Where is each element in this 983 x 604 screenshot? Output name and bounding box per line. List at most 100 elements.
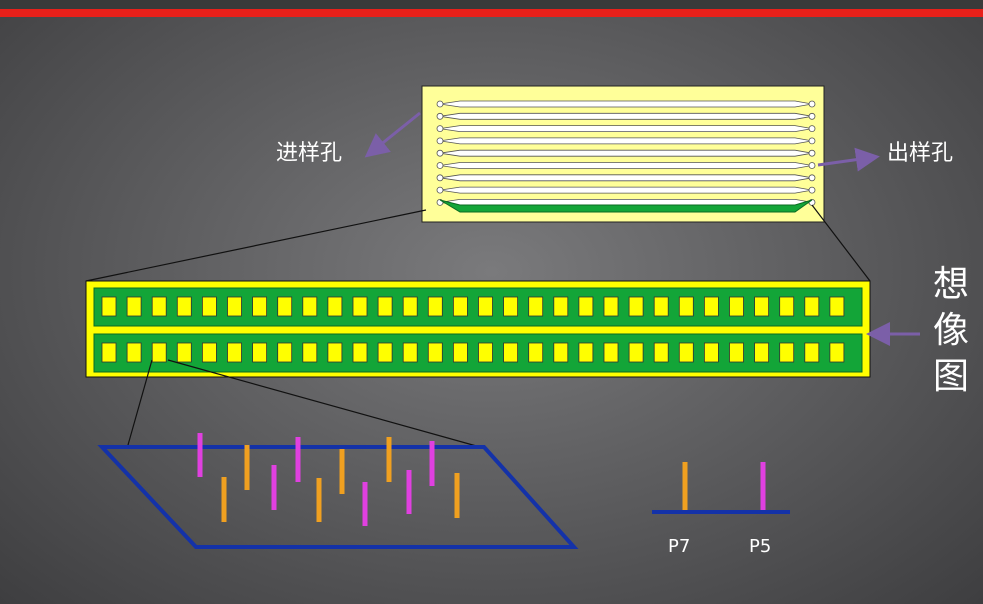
spot-pad <box>603 342 619 363</box>
spot-pad <box>151 296 167 317</box>
inlet-port <box>436 162 444 169</box>
spot-pad <box>804 342 820 363</box>
spot-pad <box>377 342 393 363</box>
zoom-line-pad-right <box>167 359 481 448</box>
title-rule <box>0 9 983 17</box>
spot-pad <box>277 342 293 363</box>
spot-pad <box>628 296 644 317</box>
spot-pad <box>678 296 694 317</box>
chip-channel <box>439 186 813 194</box>
outlet-port <box>808 149 816 157</box>
chip-channel <box>439 162 813 169</box>
chip-channel <box>439 100 813 108</box>
spot-pad <box>327 296 343 317</box>
arrow-inlet-icon <box>364 111 421 158</box>
spot-pad <box>553 342 569 363</box>
inlet-port <box>436 125 444 133</box>
spot-pad <box>176 342 192 363</box>
chip <box>421 85 825 223</box>
chip-channel <box>439 125 813 132</box>
zoom-line-right <box>811 204 871 282</box>
outlet-port <box>808 162 816 169</box>
spot-pad <box>653 296 669 317</box>
inlet-port <box>436 100 444 108</box>
spot-pad <box>678 342 694 363</box>
lane-zoom <box>85 280 871 378</box>
spot-pad <box>227 342 242 363</box>
spot-pad <box>628 342 644 363</box>
spot-pad <box>754 342 769 363</box>
spot-pad <box>754 296 769 317</box>
spot-pad <box>478 296 493 317</box>
spot-pad <box>327 342 343 363</box>
spot-pad <box>829 296 845 317</box>
spot-pad <box>704 296 719 317</box>
spot-pad <box>528 296 544 317</box>
lane-pads <box>101 296 845 363</box>
spot-pad <box>603 296 619 317</box>
spot-pad <box>503 342 519 363</box>
spot-pad <box>829 342 845 363</box>
zoom-line-left <box>85 209 427 282</box>
inlet-port <box>436 174 444 182</box>
spot-pad <box>478 342 493 363</box>
peak-p5-label: P5 <box>749 536 772 557</box>
chip-channel <box>439 149 813 157</box>
spot-pad <box>151 342 167 363</box>
spot-pad <box>804 296 820 317</box>
spot-pad <box>729 342 744 363</box>
zoom-line-pad-left <box>127 359 153 446</box>
spot-pad <box>452 296 468 317</box>
spot-pad <box>503 296 519 317</box>
spot-pad <box>402 342 418 363</box>
spot-pad <box>201 342 217 363</box>
spot-pad <box>427 342 443 363</box>
inlet-port <box>436 186 444 194</box>
outlet-port <box>808 186 816 194</box>
spot-pad <box>653 342 669 363</box>
spot-pad <box>227 296 242 317</box>
spot-pad <box>729 296 744 317</box>
spot-pad <box>176 296 192 317</box>
spot-pad <box>352 342 368 363</box>
inlet-port <box>436 137 444 145</box>
outlet-port <box>808 112 816 120</box>
spot-pad <box>704 342 719 363</box>
chip-channel <box>439 137 813 145</box>
spot-pad <box>452 342 468 363</box>
spot-pad <box>402 296 418 317</box>
spot-pad <box>352 296 368 317</box>
concept-label: 想像图 <box>932 264 969 397</box>
spot-pad <box>302 342 318 363</box>
spot-pad <box>252 342 268 363</box>
spot-pad <box>302 296 318 317</box>
spot-pad <box>779 342 795 363</box>
inlet-port <box>436 149 444 157</box>
spot-pad <box>578 296 594 317</box>
peak-p7-label: P7 <box>668 536 691 557</box>
top-bar <box>0 0 983 9</box>
outlet-port <box>808 100 816 108</box>
spot-pad <box>126 296 142 317</box>
chip-channel <box>439 174 813 182</box>
spot-pad <box>126 342 142 363</box>
spot-plane <box>97 445 579 549</box>
spot-pad <box>201 296 217 317</box>
spot-pad <box>252 296 268 317</box>
inlet-port <box>436 112 444 120</box>
outlet-label: 出样孔 <box>887 141 954 166</box>
inlet-label: 进样孔 <box>276 141 343 166</box>
spot-pad <box>277 296 293 317</box>
spot-pad <box>427 296 443 317</box>
spot-pad <box>779 296 795 317</box>
outlet-port <box>808 137 816 145</box>
arrow-outlet-icon <box>817 147 880 172</box>
spot-pad <box>578 342 594 363</box>
chip-channels <box>436 100 816 206</box>
outlet-port <box>808 174 816 182</box>
spot-pad <box>101 342 117 363</box>
selected-channel <box>439 199 813 213</box>
spot-pad <box>553 296 569 317</box>
spot-pad <box>377 296 393 317</box>
